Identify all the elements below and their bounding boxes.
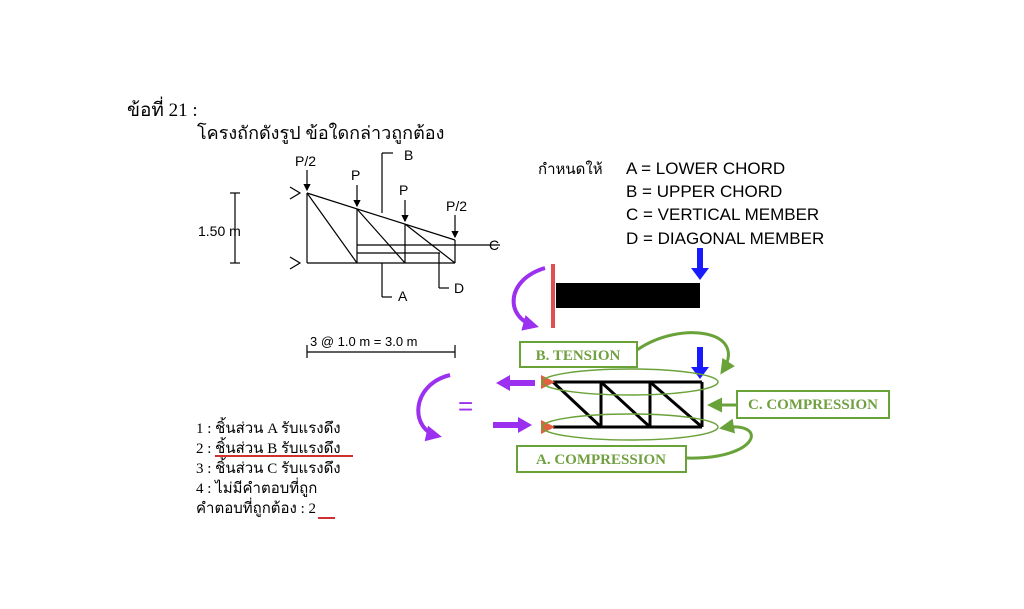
member-tag-b: B bbox=[404, 147, 413, 163]
moment-arrow-icon bbox=[511, 266, 546, 331]
definitions-intro: กำหนดให้ bbox=[538, 160, 603, 178]
cantilever-beam bbox=[511, 248, 709, 331]
definition-b: B = UPPER CHORD bbox=[626, 182, 782, 201]
load-label: P bbox=[351, 167, 360, 183]
definition-c: C = VERTICAL MEMBER bbox=[626, 205, 819, 224]
choice-1[interactable]: 1 : ชิ้นส่วน A รับแรงดึง bbox=[196, 417, 341, 437]
member-tag-c: C bbox=[489, 237, 499, 253]
tension-force-arrow-icon bbox=[496, 375, 535, 391]
load-label: P/2 bbox=[446, 198, 467, 214]
truss-figure bbox=[230, 152, 500, 358]
member-tag-d: D bbox=[454, 280, 464, 296]
beam-body bbox=[556, 283, 700, 308]
b-tension-label: B. TENSION bbox=[536, 348, 621, 364]
b-label-box bbox=[519, 341, 638, 368]
definition-a: A = LOWER CHORD bbox=[626, 159, 785, 178]
lower-chord-highlight bbox=[541, 413, 719, 441]
a-label-box bbox=[516, 445, 687, 473]
truss-labels: P/2 P P P/2 1.50 m 3 @ 1.0 m = 3.0 m A B… bbox=[198, 147, 499, 349]
span-label: 3 @ 1.0 m = 3.0 m bbox=[310, 334, 418, 349]
compression-force-arrow-icon bbox=[493, 417, 532, 433]
load-label: P/2 bbox=[295, 153, 316, 169]
question-prompt: โครงถักดังรูป ข้อใดกล่าวถูกต้อง bbox=[197, 122, 444, 144]
choice-3[interactable]: 3 : ชิ้นส่วน C รับแรงดึง bbox=[196, 457, 341, 477]
definitions: กำหนดให้ A = LOWER CHORD B = UPPER CHORD… bbox=[538, 159, 824, 248]
load-arrow-icon bbox=[691, 347, 709, 379]
load-label: P bbox=[399, 182, 408, 198]
height-label: 1.50 m bbox=[198, 223, 241, 239]
c-compression-label: C. COMPRESSION bbox=[748, 397, 878, 413]
answer-line: คำตอบที่ถูกต้อง : 2 bbox=[196, 497, 316, 517]
definition-d: D = DIAGONAL MEMBER bbox=[626, 229, 824, 248]
c-label-box bbox=[736, 390, 890, 419]
member-tag-a: A bbox=[398, 288, 408, 304]
a-compression-label: A. COMPRESSION bbox=[536, 452, 666, 468]
moment-arrow-icon bbox=[416, 373, 451, 442]
choice-4[interactable]: 4 : ไม่มีคำตอบที่ถูก bbox=[196, 477, 317, 497]
question-number: ข้อที่ 21 : bbox=[127, 96, 198, 121]
choice-2[interactable]: 2 : ชิ้นส่วน B รับแรงดึง bbox=[196, 437, 341, 457]
equivalent-truss: = B. TENSION C. COMPRESSION A. COMPRESSI… bbox=[416, 331, 890, 473]
choices: 1 : ชิ้นส่วน A รับแรงดึง 2 : ชิ้นส่วน B … bbox=[196, 417, 353, 519]
upper-chord-highlight bbox=[541, 368, 719, 396]
load-arrow-icon bbox=[691, 248, 709, 280]
equals-sign: = bbox=[458, 391, 473, 421]
